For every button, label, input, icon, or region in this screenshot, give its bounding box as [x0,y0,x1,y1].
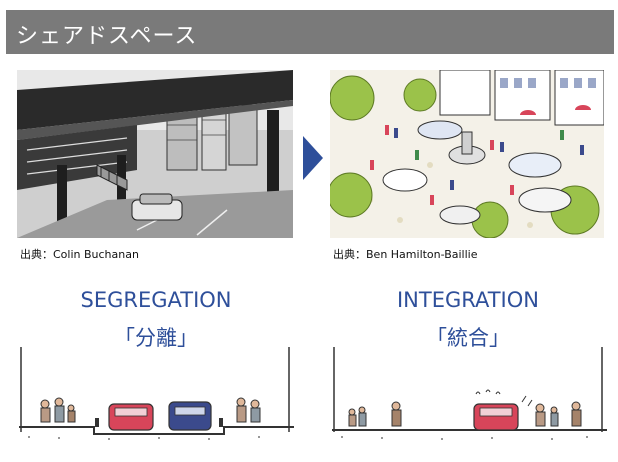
left-photo-credit: 出典：Colin Buchanan [20,248,139,261]
segregation-heading: SEGREGATION [80,288,232,312]
right-photo-credit: 出典：Ben Hamilton-Baillie [333,248,478,261]
pedestrian-figure [40,397,76,423]
title-bar: シェアドスペース [6,10,614,54]
integration-heading: INTEGRATION [396,288,539,312]
integration-heading-jp: 「統合」 [426,326,510,350]
integration-photo [330,70,604,238]
segregation-photo [17,70,293,238]
segregation-street-section [9,342,299,446]
page-title: シェアドスペース [16,24,198,49]
right-arrow-icon [303,136,323,180]
integration-street-section [322,342,612,446]
segregation-heading-jp: 「分離」 [114,326,198,350]
